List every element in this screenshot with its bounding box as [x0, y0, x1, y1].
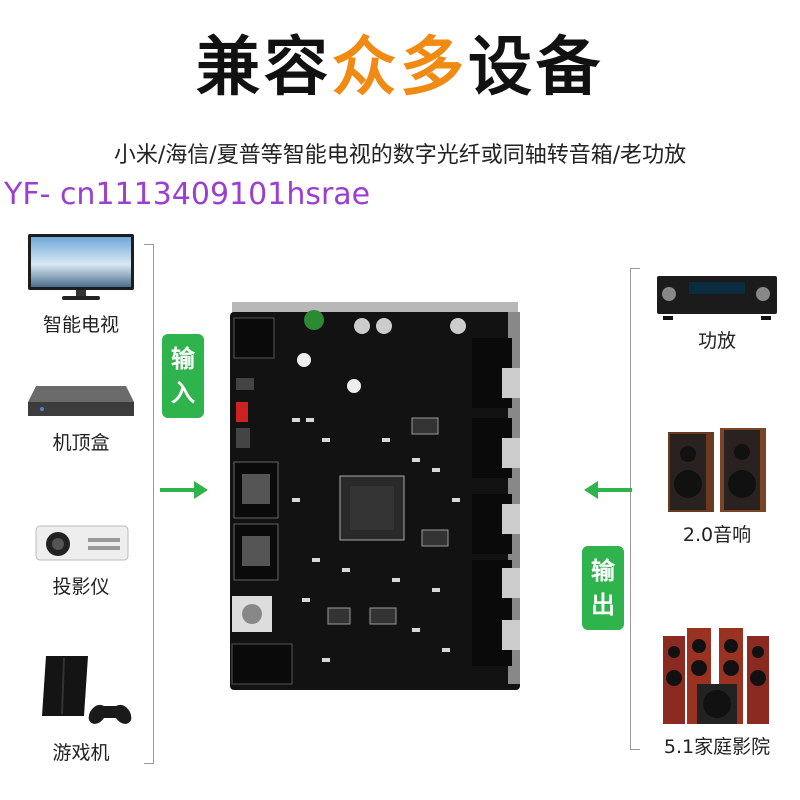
home-theater-icon	[663, 628, 769, 724]
game-console-icon	[42, 656, 132, 724]
tv-icon	[28, 234, 134, 300]
device-speakers: 2.0音响	[652, 424, 782, 547]
right-arrow-icon	[160, 481, 208, 499]
input-bracket	[144, 244, 154, 764]
input-tag: 输入	[162, 334, 204, 418]
title-part-3: 设备	[468, 31, 604, 105]
device-smart-tv: 智能电视	[16, 232, 146, 337]
speakers-icon	[668, 428, 766, 512]
title-part-2: 众多	[332, 31, 468, 105]
title-part-1: 兼容	[196, 31, 332, 105]
set-top-box-icon	[28, 386, 134, 416]
device-label: 游戏机	[52, 742, 110, 764]
device-label: 2.0音响	[682, 524, 752, 546]
output-bracket	[630, 268, 640, 750]
watermark-text: YF- cn1113409101hsrae	[4, 177, 371, 212]
device-label: 智能电视	[42, 314, 119, 336]
left-arrow-icon	[584, 481, 632, 499]
device-game-console: 游戏机	[16, 652, 146, 765]
output-tag: 输出	[582, 546, 624, 630]
page-title: 兼容众多设备	[0, 28, 800, 108]
device-label: 机顶盒	[52, 432, 110, 454]
amplifier-icon	[657, 276, 777, 320]
device-amplifier: 功放	[652, 272, 782, 353]
device-label: 投影仪	[52, 576, 110, 598]
device-set-top-box: 机顶盒	[16, 380, 146, 455]
projector-icon	[35, 525, 129, 561]
decoder-board-image	[230, 302, 520, 690]
device-label: 5.1家庭影院	[663, 736, 771, 758]
device-projector: 投影仪	[16, 518, 146, 599]
device-label: 功放	[697, 330, 736, 352]
subtitle: 小米/海信/夏普等智能电视的数字光纤或同轴转音箱/老功放	[113, 143, 687, 168]
device-home-theater: 5.1家庭影院	[652, 622, 782, 759]
